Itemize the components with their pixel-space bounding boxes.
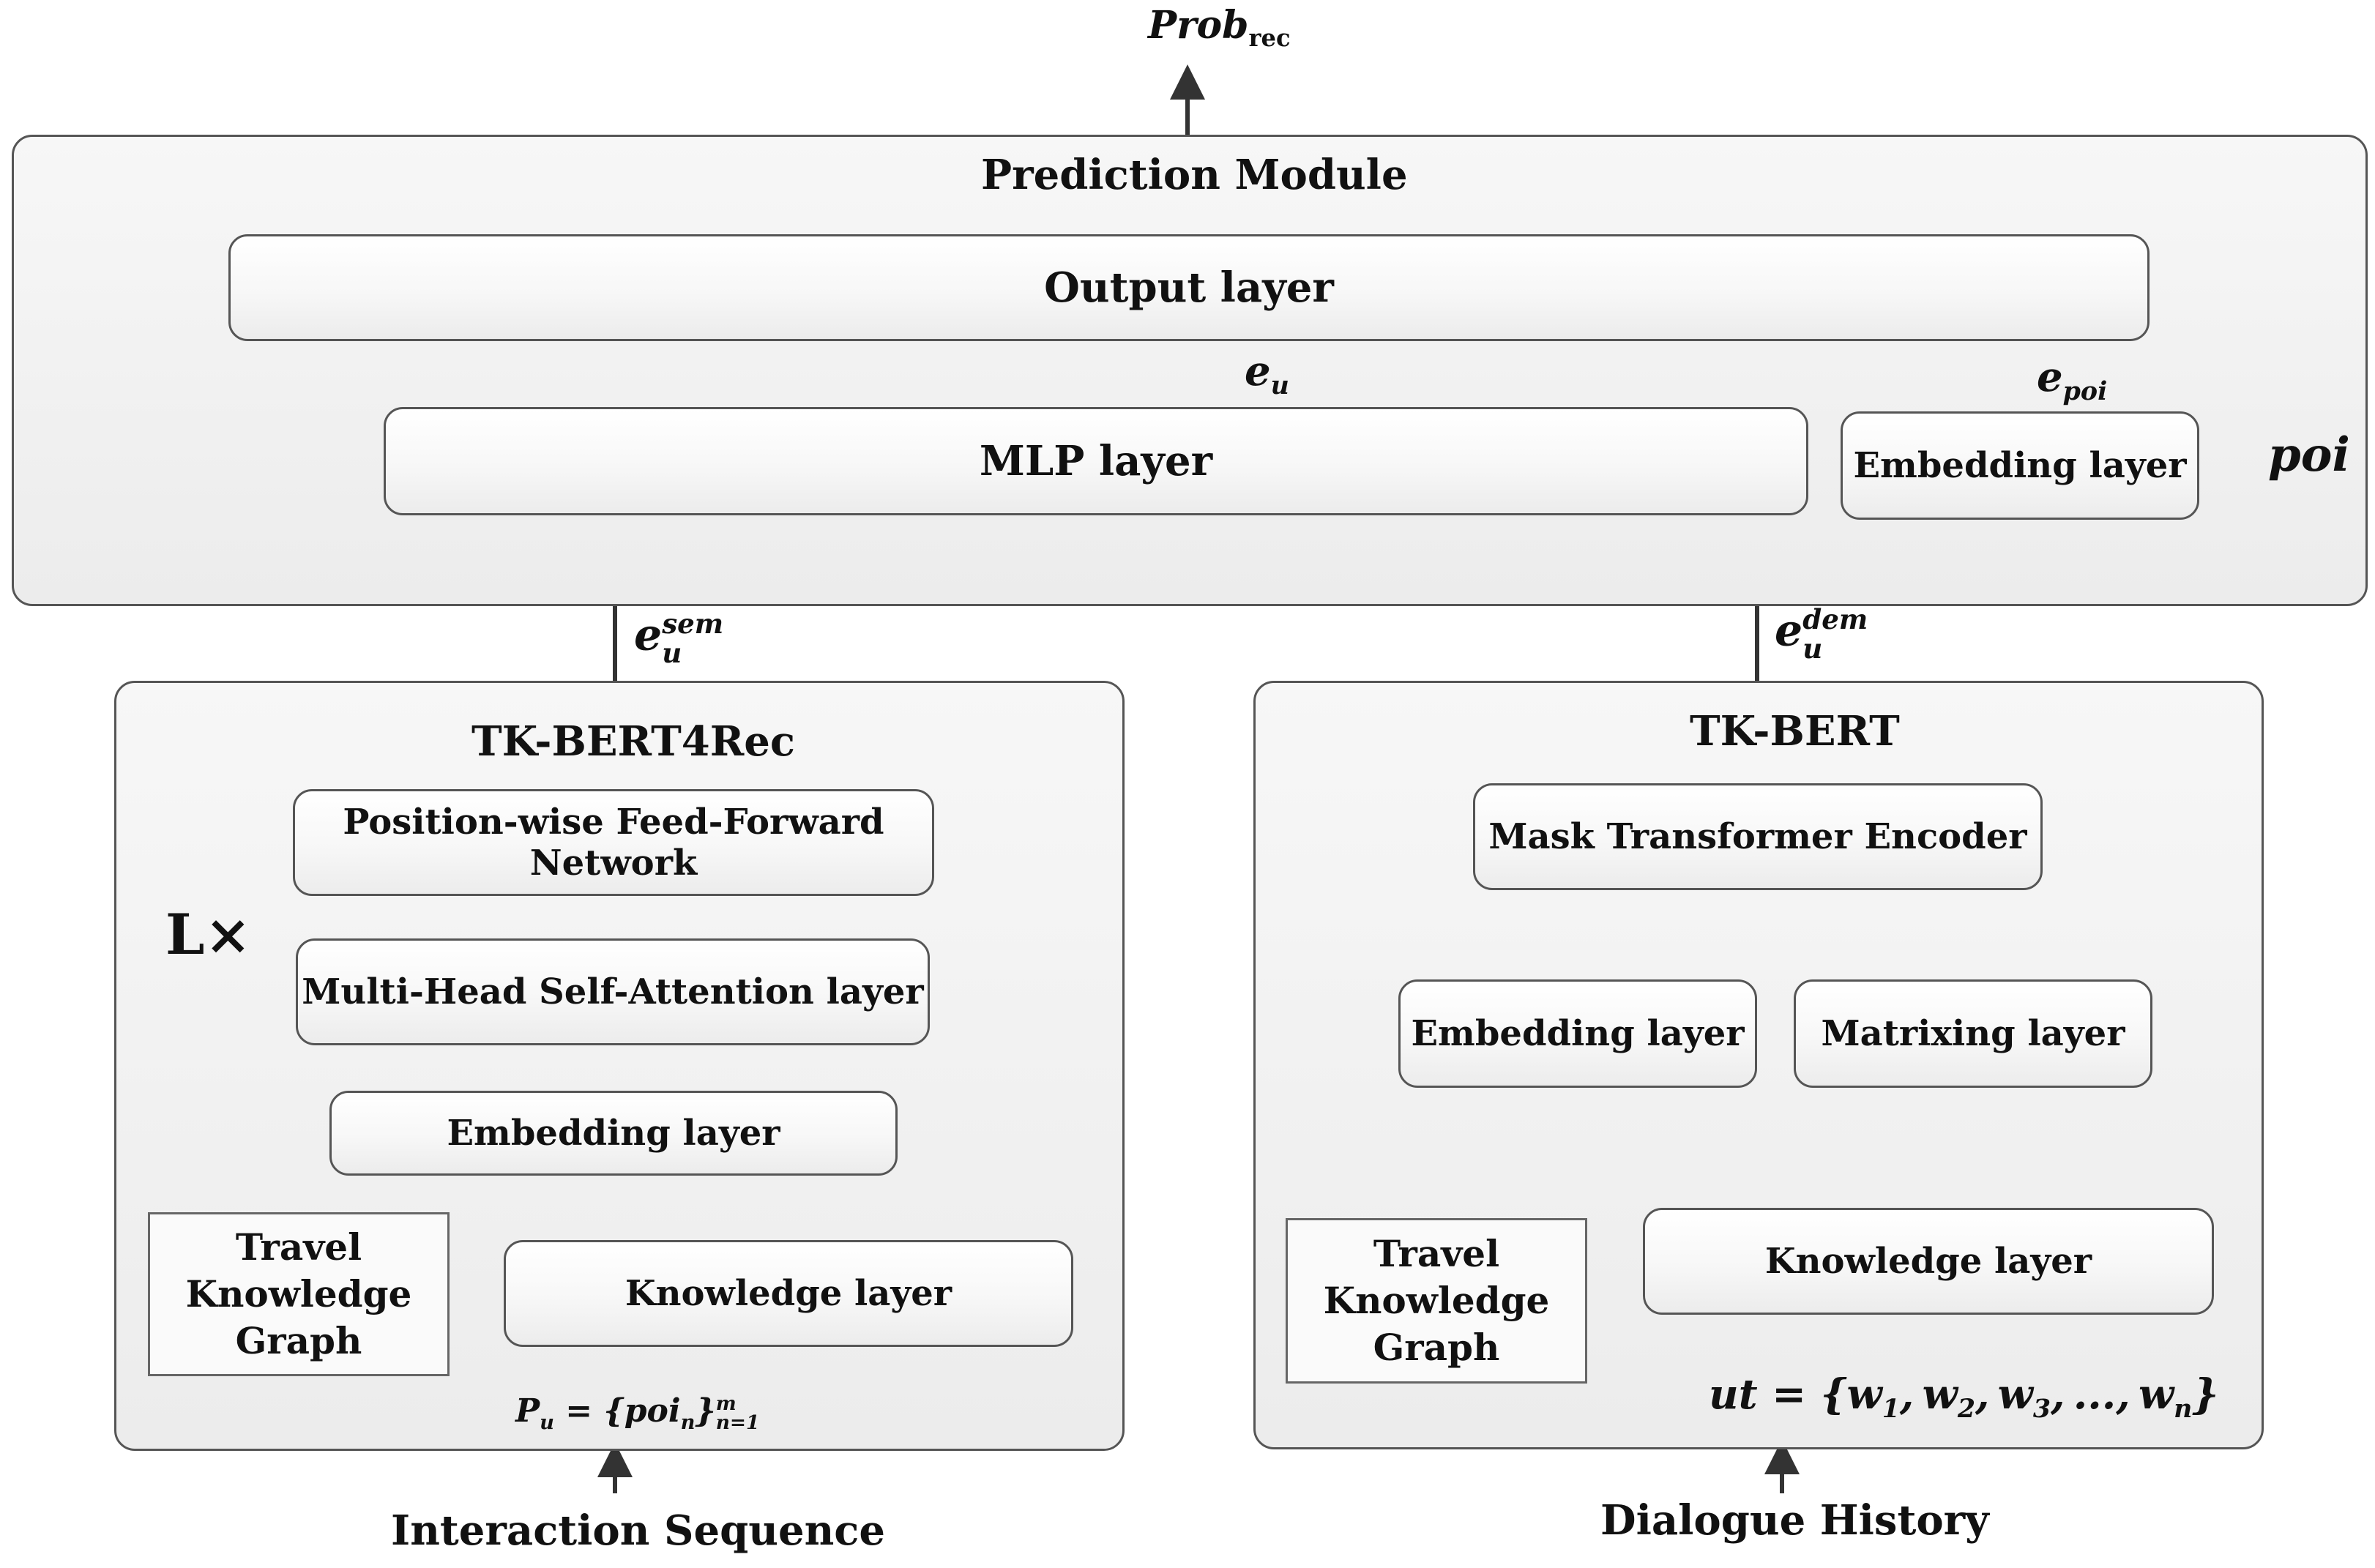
right-kg-line-1: Travel: [1373, 1232, 1500, 1275]
e-u-text: e: [1245, 347, 1271, 395]
formula-wn: w: [2138, 1370, 2174, 1419]
formula-ellipsis: ...: [2073, 1370, 2117, 1419]
formula-poi-subscript: n: [680, 1410, 696, 1434]
left-knowledge-layer-box: Knowledge layer: [504, 1240, 1073, 1347]
formula-wn-subscript: n: [2174, 1394, 2193, 1425]
tk-bert4rec-title: TK-BERT4Rec: [471, 717, 795, 766]
matrixing-layer-box: Matrixing layer: [1794, 979, 2152, 1088]
formula-poi: poi: [624, 1392, 681, 1430]
right-kg-line-2: Knowledge: [1323, 1279, 1550, 1322]
formula-w2: w: [1922, 1370, 1958, 1419]
prediction-module-panel: [12, 135, 2368, 606]
e-sem-text: e: [634, 609, 663, 661]
formula-w3-subscript: 3: [2032, 1394, 2051, 1425]
e-sem-superscript: sem: [662, 608, 724, 640]
formula-range-subscript: n=1: [715, 1411, 760, 1434]
output-layer-box: Output layer: [228, 234, 2150, 341]
e-u-label: eu: [1245, 347, 1289, 400]
left-kg-line-3: Graph: [235, 1319, 362, 1362]
formula-w2-subscript: 2: [1957, 1394, 1975, 1425]
mlp-layer-box: MLP layer: [384, 407, 1808, 515]
repeat-label: L×: [165, 902, 252, 967]
prob-text: Prob: [1148, 3, 1249, 48]
left-embedding-layer-box: Embedding layer: [329, 1091, 898, 1176]
prob-rec-label: Probrec: [1148, 3, 1291, 52]
formula-w1-subscript: 1: [1882, 1394, 1900, 1425]
poi-input-label: poi: [2268, 428, 2350, 482]
formula-close-right: }: [2192, 1370, 2219, 1419]
e-poi-label: epoi: [2037, 353, 2107, 406]
e-poi-subscript: poi: [2062, 376, 2108, 407]
tk-bert-title: TK-BERT: [1690, 707, 1900, 755]
formula-close: }: [695, 1392, 716, 1430]
e-dem-superscript: dem: [1802, 603, 1868, 635]
mask-transformer-encoder-box: Mask Transformer Encoder: [1473, 783, 2043, 890]
right-travel-knowledge-graph: Travel Knowledge Graph: [1286, 1218, 1587, 1384]
formula-w3: w: [1997, 1370, 2033, 1419]
formula-w1: w: [1846, 1370, 1882, 1419]
poi-embedding-layer-box: Embedding layer: [1841, 411, 2199, 520]
e-dem-subscript: u: [1802, 632, 1823, 665]
formula-superscript: m: [715, 1392, 737, 1415]
e-poi-text: e: [2037, 353, 2063, 401]
left-kg-line-1: Travel: [235, 1225, 362, 1269]
ffn-box: Position-wise Feed-Forward Network: [293, 789, 934, 896]
right-kg-line-3: Graph: [1373, 1326, 1500, 1369]
dialogue-history-label: Dialogue History: [1600, 1496, 1989, 1545]
prediction-module-title: Prediction Module: [981, 151, 1408, 199]
right-input-formula: ut = {w1, w2, w3, ..., wn}: [1709, 1370, 2219, 1425]
formula-p-subscript: u: [540, 1410, 554, 1434]
left-kg-line-2: Knowledge: [185, 1272, 412, 1315]
mhsa-box: Multi-Head Self-Attention layer: [296, 938, 930, 1045]
formula-eq: = {: [553, 1392, 624, 1430]
right-knowledge-layer-box: Knowledge layer: [1643, 1208, 2214, 1315]
e-sem-subscript: u: [662, 637, 682, 669]
formula-ut: ut = {: [1709, 1370, 1847, 1419]
left-travel-knowledge-graph: Travel Knowledge Graph: [148, 1212, 450, 1376]
formula-p: P: [515, 1392, 540, 1430]
right-embedding-layer-box: Embedding layer: [1398, 979, 1757, 1088]
prob-subscript: rec: [1248, 24, 1291, 53]
interaction-sequence-label: Interaction Sequence: [391, 1507, 886, 1555]
e-dem-text: e: [1775, 605, 1803, 657]
e-u-subscript: u: [1270, 370, 1289, 401]
